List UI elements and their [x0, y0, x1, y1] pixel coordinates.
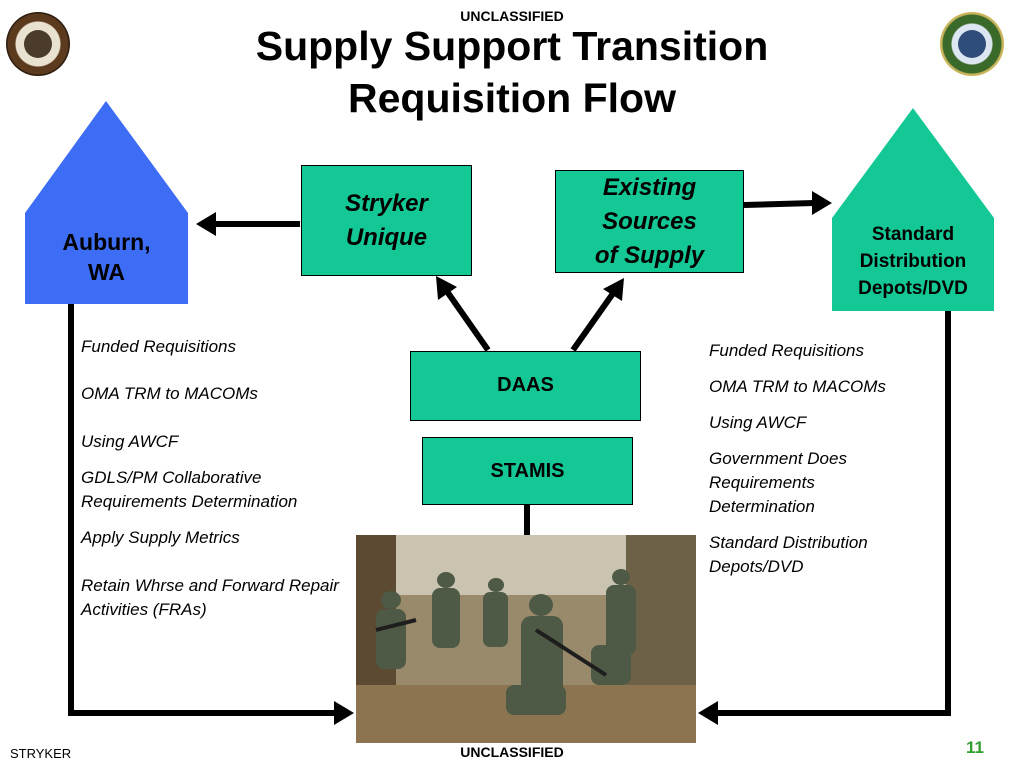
existing-sources-box: Existing Sources of Supply — [555, 170, 744, 273]
classification-bottom: UNCLASSIFIED — [460, 744, 564, 760]
stryker-unique-line-1: Stryker — [345, 189, 428, 217]
right-note-3: Using AWCF — [709, 413, 807, 432]
auburn-label-line-1: Auburn, — [62, 229, 151, 255]
stryker-unique-box: Stryker Unique — [301, 165, 472, 276]
program-executive-office-seal-icon — [6, 12, 70, 76]
program-manager-seal-icon — [940, 12, 1004, 76]
arrowhead-stryker — [436, 276, 457, 300]
line-depots-to-photo — [716, 311, 951, 716]
left-note-2: OMA TRM to MACOMs — [81, 384, 258, 403]
arrowhead-photo-right — [698, 701, 718, 725]
left-note-5: Apply Supply Metrics — [81, 528, 240, 547]
right-note-4: Government Does Requirements Determinati… — [709, 449, 847, 516]
existing-sources-line-3: of Supply — [594, 241, 705, 269]
left-note-4: GDLS/PM Collaborative Requirements Deter… — [81, 468, 298, 511]
left-note-6: Retain Whrse and Forward Repair Activiti… — [81, 576, 339, 619]
right-note-1: Funded Requisitions — [709, 341, 864, 360]
title-line-2: Requisition Flow — [348, 75, 676, 121]
existing-sources-line-2: Sources — [602, 207, 697, 235]
soldiers-photo — [356, 535, 696, 743]
arrowhead-depots — [812, 191, 832, 215]
auburn-label-line-2: WA — [87, 259, 126, 285]
depots-label-line-1: Standard — [871, 224, 955, 245]
arrow-daas-to-stryker — [443, 288, 491, 352]
arrowhead-auburn — [196, 212, 216, 236]
title-line-1: Supply Support Transition — [255, 23, 769, 69]
line-auburn-to-photo — [68, 304, 336, 716]
auburn-house-shape — [25, 101, 188, 304]
depots-label: Standard Distribution Depots/DVD — [832, 221, 994, 302]
right-note-5: Standard Distribution Depots/DVD — [709, 533, 868, 576]
right-note-2: OMA TRM to MACOMs — [709, 377, 886, 396]
footer-stryker-label: STRYKER — [10, 746, 72, 761]
depots-label-line-2: Distribution — [859, 251, 967, 272]
existing-sources-line-1: Existing — [602, 173, 697, 201]
classification-top: UNCLASSIFIED — [460, 8, 564, 24]
arrowhead-sources — [603, 278, 624, 301]
arrow-daas-to-sources — [570, 290, 617, 352]
left-note-1: Funded Requisitions — [81, 337, 236, 356]
depots-house-shape — [832, 108, 994, 311]
page-number: 11 — [966, 738, 984, 757]
depots-label-line-3: Depots/DVD — [858, 278, 968, 299]
daas-box: DAAS — [410, 351, 641, 421]
left-note-3: Using AWCF — [81, 432, 179, 451]
stamis-box: STAMIS — [422, 437, 633, 505]
stamis-label: STAMIS — [490, 460, 565, 482]
arrow-sources-to-depots — [743, 200, 815, 208]
daas-label: DAAS — [497, 374, 554, 396]
auburn-label: Auburn, WA — [25, 227, 188, 287]
page-title: Supply Support Transition Requisition Fl… — [160, 20, 864, 124]
arrowhead-photo-left — [334, 701, 354, 725]
stryker-unique-line-2: Unique — [345, 223, 428, 251]
